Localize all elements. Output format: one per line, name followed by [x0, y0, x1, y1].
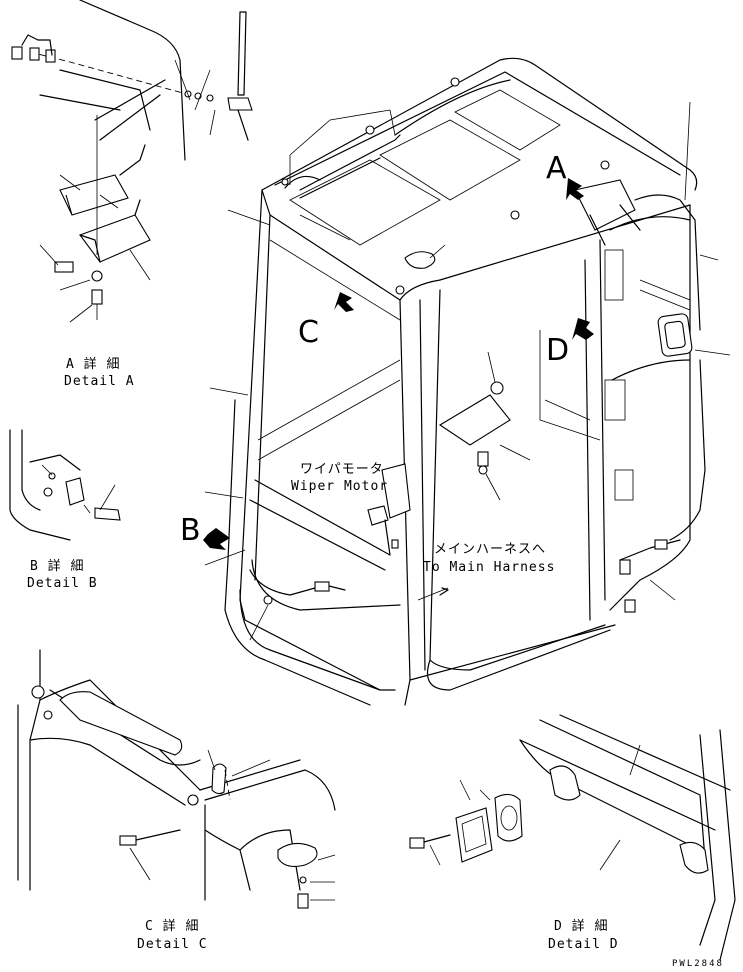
arrow-a-icon: [566, 178, 584, 200]
callout-b: B: [180, 513, 201, 548]
callout-d: D: [546, 333, 569, 368]
detail-d-label-jp: D 詳 細: [554, 918, 608, 934]
arrow-d-icon: [572, 318, 594, 340]
detail-a-label-en: Detail A: [64, 374, 135, 389]
arrow-c-icon: [334, 292, 354, 312]
detail-c-label-en: Detail C: [137, 937, 208, 952]
harness-label-jp: メインハーネスへ: [434, 542, 546, 557]
detail-d-view: [409, 714, 736, 961]
detail-a-view: [11, 0, 253, 323]
detail-b-view: [9, 429, 121, 541]
detail-d-label-en: Detail D: [548, 937, 619, 952]
detail-b-label-jp: B 詳 細: [30, 558, 84, 574]
callout-a: A: [546, 151, 567, 186]
harness-label-en: To Main Harness: [423, 560, 555, 575]
detail-b-label-en: Detail B: [27, 576, 98, 591]
drawing-number: PWL2848: [672, 959, 724, 969]
callout-c: C: [298, 315, 319, 350]
wiper-motor-label-en: Wiper Motor: [291, 479, 388, 494]
arrow-b-icon: [203, 528, 230, 550]
leader-lines: [204, 101, 731, 641]
wiper-motor-label-jp: ワイパモータ: [300, 462, 384, 477]
detail-a-label-jp: A 詳 細: [66, 356, 120, 372]
cab-assembly: [224, 57, 706, 706]
callout-arrows: [203, 178, 594, 550]
detail-c-view: [17, 649, 336, 909]
detail-c-label-jp: C 詳 細: [145, 918, 199, 934]
